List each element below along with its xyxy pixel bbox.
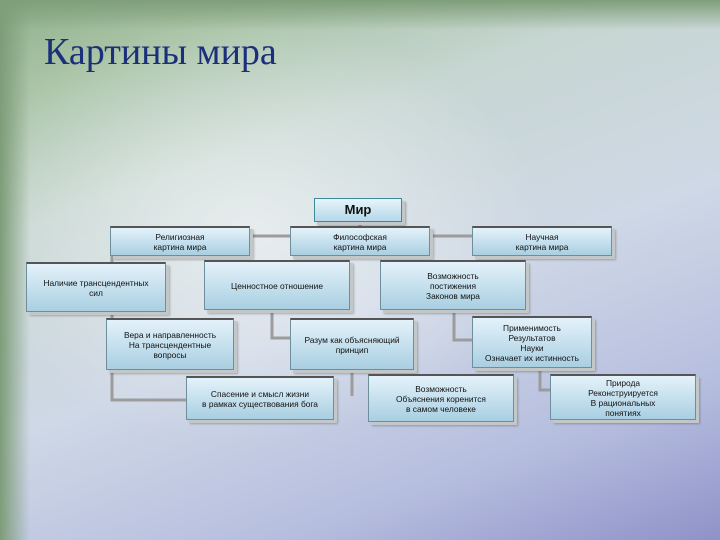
step-religious-1: Наличие трансцендентных сил [26, 262, 166, 312]
step-scientific-1-label: Возможность постижения Законов мира [426, 270, 480, 301]
step-philosophical-2: Разум как объясняющий принцип [290, 318, 414, 370]
slide-title: Картины мира [44, 31, 277, 73]
step-religious-2-label: Вера и направленность На трансцендентные… [123, 329, 217, 360]
step-scientific-3-label: Природа Реконструируется В рациональных … [588, 377, 658, 418]
step-philosophical-3-label: Возможность Объяснения коренится в самом… [396, 383, 486, 414]
header-philosophical: Философская картина мира [290, 226, 430, 256]
root-box: Мир [314, 198, 402, 222]
step-philosophical-2-label: Разум как объясняющий принцип [304, 334, 400, 355]
step-philosophical-1-label: Ценностное отношение [231, 280, 323, 291]
header-scientific: Научная картина мира [472, 226, 612, 256]
step-religious-3-label: Спасение и смысл жизни в рамках существо… [202, 388, 318, 409]
step-scientific-3: Природа Реконструируется В рациональных … [550, 374, 696, 420]
step-religious-3: Спасение и смысл жизни в рамках существо… [186, 376, 334, 420]
step-religious-2: Вера и направленность На трансцендентные… [106, 318, 234, 370]
root-label: Мир [344, 202, 372, 217]
step-scientific-1: Возможность постижения Законов мира [380, 260, 526, 310]
header-philosophical-label: Философская картина мира [333, 231, 387, 252]
step-scientific-2-label: Применимость Результатов Науки Означает … [485, 322, 579, 363]
step-scientific-2: Применимость Результатов Науки Означает … [472, 316, 592, 368]
step-religious-1-label: Наличие трансцендентных сил [43, 277, 149, 298]
left-decor-band [0, 0, 30, 540]
step-philosophical-3: Возможность Объяснения коренится в самом… [368, 374, 514, 422]
step-philosophical-1: Ценностное отношение [204, 260, 350, 310]
header-religious-label: Религиозная картина мира [153, 231, 207, 252]
header-scientific-label: Научная картина мира [515, 231, 569, 252]
header-religious: Религиозная картина мира [110, 226, 250, 256]
top-decor-band [0, 0, 720, 30]
